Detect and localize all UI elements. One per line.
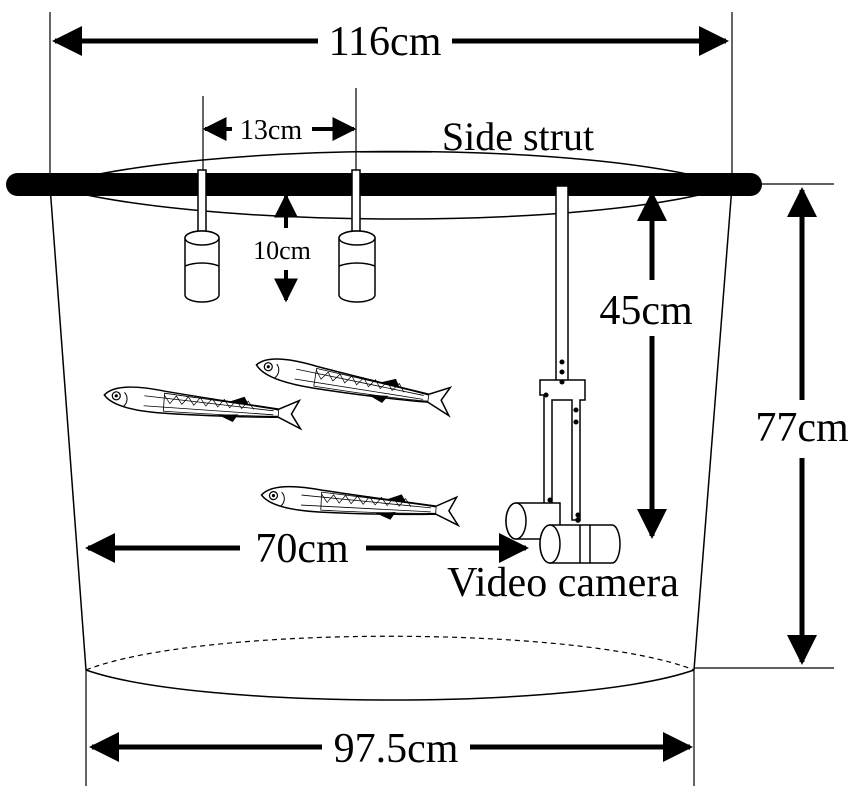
extension-lines bbox=[49, 12, 834, 786]
label-bottom-width: 97.5cm bbox=[334, 726, 459, 772]
label-drop: 10cm bbox=[253, 236, 311, 265]
label-video-camera: Video camera bbox=[447, 560, 679, 606]
tank-outline bbox=[49, 150, 733, 701]
fish-3 bbox=[259, 484, 461, 527]
fish-1 bbox=[102, 384, 304, 430]
dimension-arrows bbox=[52, 26, 817, 762]
label-spacing: 13cm bbox=[240, 115, 302, 146]
label-top-width: 116cm bbox=[329, 19, 442, 65]
light-fixture-right bbox=[338, 169, 376, 303]
video-camera-rig bbox=[539, 185, 586, 521]
light-fixture-left bbox=[184, 169, 220, 303]
label-height: 77cm bbox=[755, 405, 849, 451]
label-fish-range: 70cm bbox=[255, 526, 349, 572]
label-side-strut: Side strut bbox=[442, 114, 594, 159]
label-camera-depth: 45cm bbox=[599, 288, 693, 334]
video-camera-body bbox=[505, 502, 621, 564]
side-strut-bar bbox=[6, 173, 762, 196]
